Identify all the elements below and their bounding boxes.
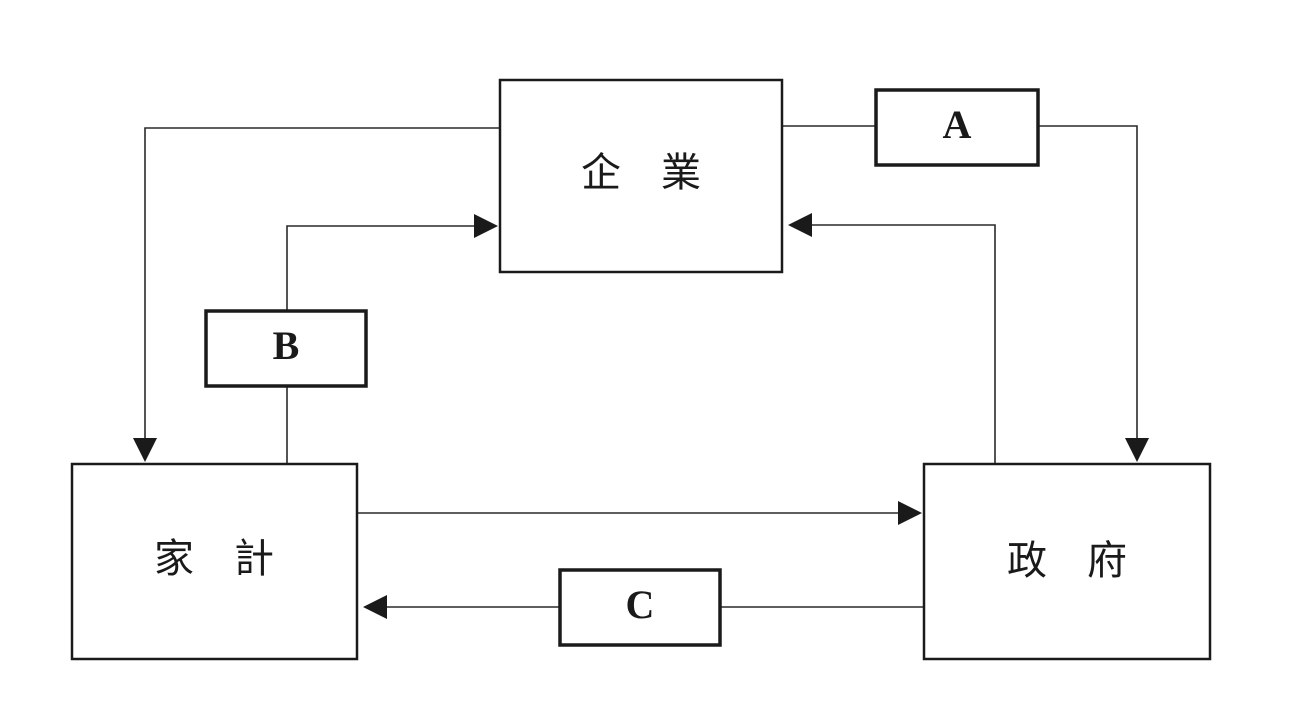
flow-label-b-text: B xyxy=(273,323,300,368)
node-household-label: 家 計 xyxy=(154,536,274,582)
arrowhead-down-icon xyxy=(133,438,157,462)
flow-label-b: B xyxy=(204,309,368,388)
arrowhead-right-icon xyxy=(474,214,498,238)
node-household: 家 計 xyxy=(70,462,359,661)
flow-firm-to-government xyxy=(782,125,1149,462)
flow-government-to-firm xyxy=(788,213,996,464)
arrowhead-down-icon xyxy=(1125,438,1149,462)
flow-firm-to-household xyxy=(133,127,500,462)
flow-label-a-text: A xyxy=(943,102,972,147)
flow-label-a: A xyxy=(874,88,1040,167)
node-government: 政 府 xyxy=(922,462,1212,661)
arrowhead-left-icon xyxy=(363,595,387,619)
flow-household-to-government xyxy=(357,501,922,525)
arrowhead-right-icon xyxy=(898,501,922,525)
flow-label-c-text: C xyxy=(626,582,655,627)
node-government-label: 政 府 xyxy=(1007,538,1127,584)
arrowhead-left-icon xyxy=(788,213,812,237)
node-firm-label: 企 業 xyxy=(581,150,701,196)
node-firm: 企 業 xyxy=(498,78,784,274)
flow-label-c: C xyxy=(558,568,722,647)
